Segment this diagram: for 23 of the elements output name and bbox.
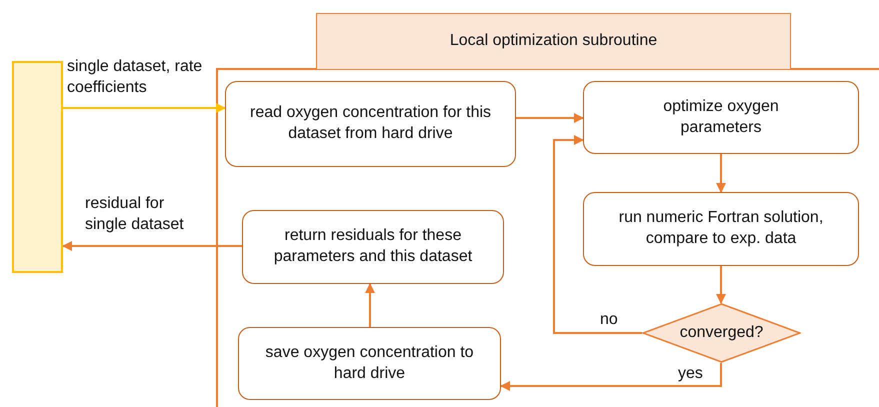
arrow [62,241,242,251]
header-text: Local optimization subroutine [450,31,658,52]
step-text: run numeric Fortran solution, compare to exp. data [618,208,824,249]
arrow [63,103,226,113]
step-text: optimize oxygen parameters [662,96,780,138]
arrow [500,363,722,391]
arrow [716,266,726,304]
input-box [12,61,63,273]
arrow [516,113,584,123]
decision-diamond [642,303,801,363]
step-text: return residuals for these parameters and this dataset [272,226,474,267]
process-box [238,327,501,400]
process-box [583,81,859,154]
section-header [316,13,791,70]
arrow [716,154,726,193]
step-text: save oxygen concentration to hard drive [264,342,475,384]
process-box [583,192,859,266]
arrow [553,135,642,334]
process-box [242,210,504,284]
step-text: read oxygen concentration for this dataset from hard drive [248,103,492,144]
process-box [225,81,516,167]
arrow [365,283,375,327]
decision-text: converged? [680,322,764,343]
